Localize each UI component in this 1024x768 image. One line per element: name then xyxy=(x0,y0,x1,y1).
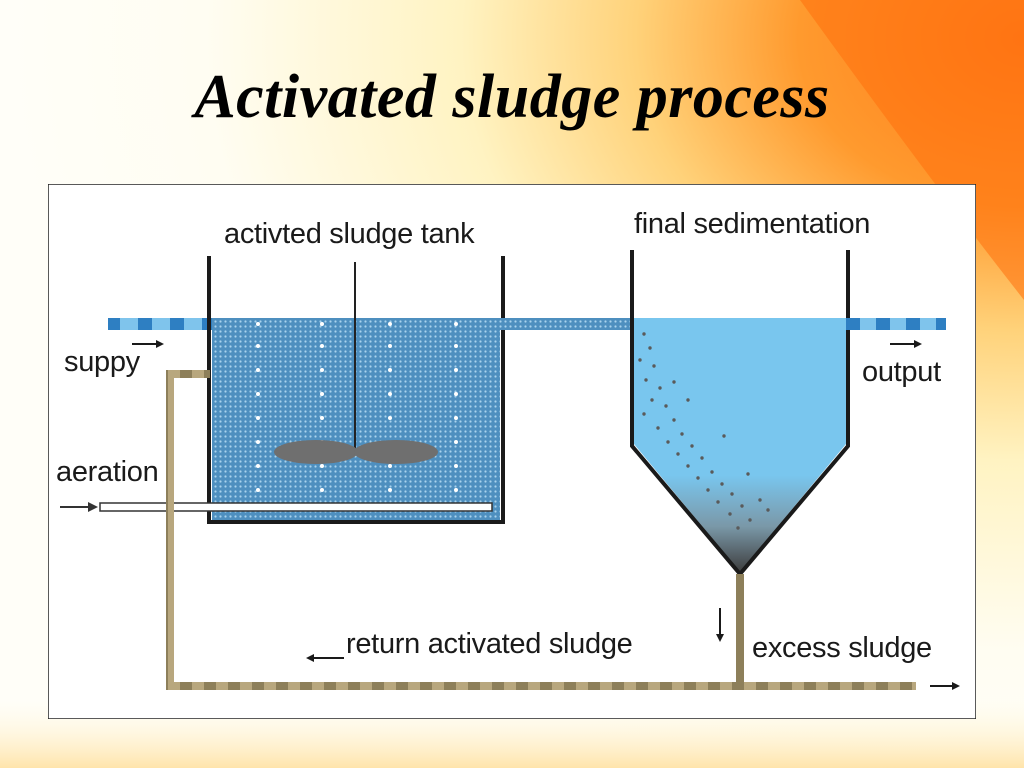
connecting-channel xyxy=(500,318,632,330)
supply-pipe xyxy=(108,318,214,330)
output-pipe xyxy=(846,318,946,330)
return-sludge-label: return activated sludge xyxy=(346,628,633,660)
aeration-pipe xyxy=(60,502,493,512)
supply-label: suppy xyxy=(64,346,140,378)
excess-sludge-label: excess sludge xyxy=(752,632,932,664)
mixer xyxy=(274,262,438,464)
aeration-label: aeration xyxy=(56,456,159,488)
aeration-bubbles xyxy=(256,322,458,492)
settling-particles xyxy=(638,332,770,530)
activated-sludge-diagram xyxy=(48,184,976,719)
final-sedimentation-label: final sedimentation xyxy=(634,208,871,240)
output-label: output xyxy=(862,356,941,388)
flow-arrows xyxy=(132,340,960,690)
sludge-piping xyxy=(166,370,916,690)
slide-title: Activated sludge process xyxy=(194,63,830,131)
aeration-tank-label: activted sludge tank xyxy=(224,218,475,250)
